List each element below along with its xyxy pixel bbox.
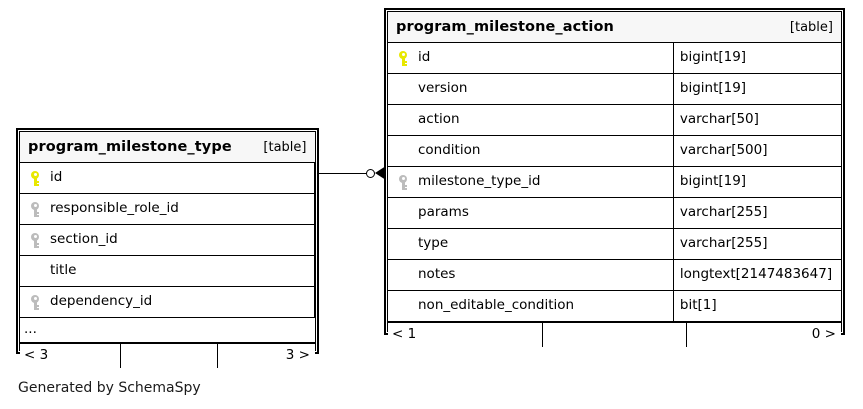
key-icon-primary (20, 170, 50, 186)
column-name-cell: title (20, 255, 315, 287)
table-title: program_milestone_action (396, 18, 614, 35)
relationship-connector (318, 160, 388, 186)
column-label: version (418, 80, 468, 97)
table-type-tag: [table] (789, 19, 833, 35)
column-label: id (50, 169, 63, 186)
entity-inner: program_milestone_type [table] id (19, 131, 316, 368)
column-name-cell: id (20, 162, 315, 194)
entity-inner: program_milestone_action [table] id (387, 11, 842, 347)
entity-table: program_milestone_action [table] id (388, 12, 841, 322)
footer-middle (119, 343, 219, 368)
table-type-tag: [table] (263, 139, 307, 155)
column-name-cell: milestone_type_id (388, 166, 674, 198)
column-type: bigint[19] (672, 73, 841, 105)
column-type: longtext[2147483647] (672, 259, 841, 291)
column-type: bigint[19] (672, 42, 841, 74)
column-name-cell: dependency_id (20, 286, 315, 318)
entity-header-row: program_milestone_type [table] (20, 132, 315, 163)
column-name-cell: section_id (20, 224, 315, 256)
connector-line (318, 173, 367, 174)
entity-header-cell: program_milestone_type [table] (20, 132, 315, 163)
entity-footer-table: < 1 0 > (388, 322, 841, 347)
table-row[interactable]: condition varchar[500] (388, 135, 841, 167)
table-row[interactable]: notes longtext[2147483647] (388, 259, 841, 291)
entity-program-milestone-action[interactable]: program_milestone_action [table] id (384, 8, 845, 347)
table-row[interactable]: milestone_type_id bigint[19] (388, 166, 841, 198)
connector-zero-or-one-circle (366, 168, 375, 178)
column-label: type (418, 235, 449, 252)
table-footer-row: < 1 0 > (388, 322, 841, 347)
connector-arrow-icon (375, 166, 386, 180)
column-type: varchar[50] (672, 104, 841, 136)
column-label: section_id (50, 231, 118, 248)
table-row[interactable]: id bigint[19] (388, 42, 841, 74)
key-icon-primary (388, 50, 418, 66)
table-footer-row: < 3 3 > (20, 343, 315, 368)
column-label: dependency_id (50, 293, 153, 310)
table-ellipsis-row: ... (20, 317, 315, 343)
column-type: varchar[255] (672, 197, 841, 229)
table-row[interactable]: section_id (20, 224, 315, 256)
key-icon-foreign (388, 174, 418, 190)
column-name-cell: notes (388, 259, 674, 291)
table-row[interactable]: dependency_id (20, 286, 315, 318)
column-label: params (418, 204, 469, 221)
column-label: condition (418, 142, 481, 159)
column-label: notes (418, 266, 456, 283)
entity-header-row: program_milestone_action [table] (388, 12, 841, 43)
footer-outgoing-count: 0 > (686, 322, 841, 347)
entity-footer-table: < 3 3 > (20, 343, 315, 368)
column-name-cell: condition (388, 135, 674, 167)
column-name-cell: type (388, 228, 674, 260)
column-type: bigint[19] (672, 166, 841, 198)
table-row[interactable]: params varchar[255] (388, 197, 841, 229)
column-name-cell: id (388, 42, 674, 74)
footer-outgoing-count: 3 > (217, 343, 315, 368)
table-title: program_milestone_type (28, 138, 232, 155)
column-label: responsible_role_id (50, 200, 179, 217)
entity-program-milestone-type[interactable]: program_milestone_type [table] id (16, 128, 319, 368)
column-name-cell: action (388, 104, 674, 136)
key-icon-foreign (20, 201, 50, 217)
column-type: varchar[255] (672, 228, 841, 260)
key-icon-foreign (20, 232, 50, 248)
column-label: milestone_type_id (418, 173, 541, 190)
column-type: varchar[500] (672, 135, 841, 167)
column-label: title (50, 262, 77, 279)
column-name-cell: non_editable_condition (388, 290, 674, 322)
entity-header-cell: program_milestone_action [table] (388, 12, 841, 43)
table-row[interactable]: responsible_role_id (20, 193, 315, 225)
column-name-cell: responsible_role_id (20, 193, 315, 225)
entity-table: program_milestone_type [table] id (20, 132, 315, 343)
table-row[interactable]: action varchar[50] (388, 104, 841, 136)
column-name-cell: version (388, 73, 674, 105)
table-row[interactable]: version bigint[19] (388, 73, 841, 105)
column-label: action (418, 111, 460, 128)
table-row[interactable]: non_editable_condition bit[1] (388, 290, 841, 322)
ellipsis-label: ... (20, 317, 315, 343)
key-icon-foreign (20, 294, 50, 310)
footer-incoming-count: < 1 (388, 322, 543, 347)
column-name-cell: params (388, 197, 674, 229)
footer-incoming-count: < 3 (20, 343, 121, 368)
diagram-caption: Generated by SchemaSpy (18, 380, 201, 396)
table-row[interactable]: title (20, 255, 315, 287)
footer-middle (541, 322, 688, 347)
table-row[interactable]: id (20, 162, 315, 194)
table-row[interactable]: type varchar[255] (388, 228, 841, 260)
column-label: non_editable_condition (418, 297, 575, 314)
column-type: bit[1] (672, 290, 841, 322)
column-label: id (418, 49, 431, 66)
